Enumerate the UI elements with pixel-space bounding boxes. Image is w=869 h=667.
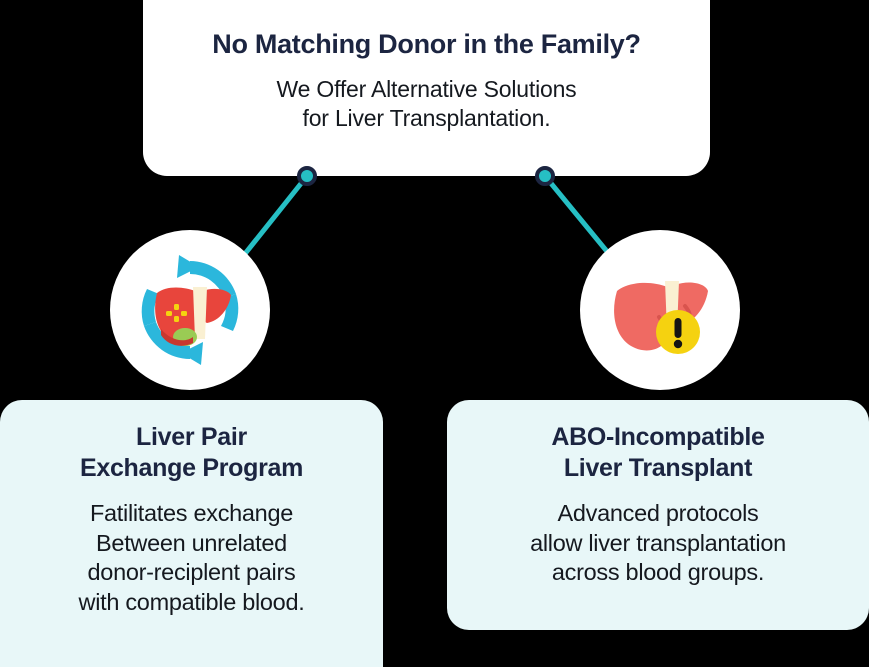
card-title-line-1: ABO-Incompatible	[551, 423, 765, 451]
abo-incompatible-body: Advanced protocols allow liver transplan…	[530, 499, 786, 588]
liver-pair-exchange-body: Fatilitates exchange Between unrelated d…	[79, 499, 305, 617]
hero-subtitle-line-2: for Liver Transplantation.	[302, 105, 551, 132]
card-body-line-2: Between unrelated	[96, 529, 287, 556]
hero-subtitle: We Offer Alternative Solutions for Liver…	[277, 75, 577, 134]
card-body-line-3: across blood groups.	[551, 559, 765, 586]
card-title-line-2: Liver Transplant	[563, 453, 753, 482]
liver-pair-exchange-title: Liver Pair Exchange Program	[80, 422, 303, 483]
liver-pair-exchange-card: Liver Pair Exchange Program Fatilitates …	[0, 400, 383, 667]
right-connector-line	[542, 173, 617, 263]
abo-incompatible-title: ABO-Incompatible Liver Transplant	[551, 422, 765, 483]
hero-subtitle-line-1: We Offer Alternative Solutions	[276, 75, 577, 102]
left-connector-line	[237, 173, 310, 263]
card-body-line-2: allow liver transplantation	[530, 529, 786, 556]
hero-title: No Matching Donor in the Family?	[212, 29, 641, 60]
hero-card: No Matching Donor in the Family? We Offe…	[143, 0, 710, 176]
card-body-line-4: with compatible blood.	[78, 588, 305, 615]
liver-warning-icon	[614, 281, 708, 354]
card-body-line-1: Fatilitates exchange	[89, 500, 293, 526]
abo-incompatible-card: ABO-Incompatible Liver Transplant Advanc…	[447, 400, 869, 630]
card-title-line-2: Exchange Program	[79, 453, 304, 482]
right-branch-node	[535, 166, 555, 186]
left-branch-node	[297, 166, 317, 186]
liver-warning-icon-circle	[580, 230, 740, 390]
card-title-line-1: Liver Pair	[136, 423, 247, 451]
liver-exchange-icon	[141, 255, 239, 365]
liver-exchange-icon-circle	[110, 230, 270, 390]
card-body-line-3: donor-reciplent pairs	[87, 559, 296, 586]
card-body-line-1: Advanced protocols	[557, 500, 759, 526]
